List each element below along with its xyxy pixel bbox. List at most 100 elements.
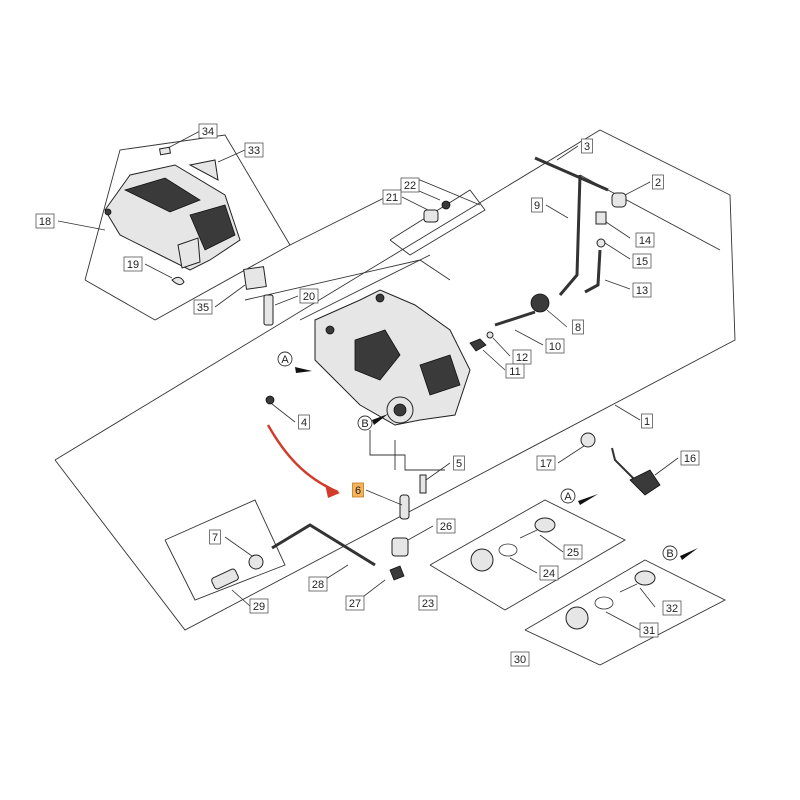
callout-8: 8 bbox=[572, 319, 584, 335]
callout-box bbox=[632, 253, 652, 269]
strainer-25-part bbox=[534, 517, 556, 533]
view-marker-a2: A bbox=[560, 488, 598, 505]
rod-3-part bbox=[534, 156, 609, 192]
callout-number: 29 bbox=[253, 601, 265, 613]
callout-11: 11 bbox=[505, 363, 525, 379]
callout-box bbox=[652, 174, 664, 190]
callout-box bbox=[563, 544, 583, 560]
callout-box bbox=[436, 518, 456, 534]
callout-number: 27 bbox=[349, 598, 361, 610]
b-bracket bbox=[369, 430, 445, 471]
strainer-25-wire bbox=[519, 529, 538, 539]
callout-14: 14 bbox=[635, 232, 655, 248]
callout-number: 17 bbox=[540, 458, 552, 470]
fitting-27-part bbox=[389, 565, 405, 581]
callout-number: 34 bbox=[202, 126, 214, 138]
callout-box bbox=[193, 299, 213, 315]
plate-part bbox=[158, 146, 172, 156]
strainer-32-part bbox=[634, 570, 656, 586]
callout-2: 2 bbox=[652, 174, 664, 190]
callout-27: 27 bbox=[345, 595, 365, 611]
callout-20: 20 bbox=[299, 288, 319, 304]
callout-number: 23 bbox=[422, 598, 434, 610]
callout-number: 19 bbox=[127, 259, 139, 271]
callout-29: 29 bbox=[249, 598, 269, 614]
oring-31-part bbox=[594, 596, 614, 610]
view-marker-b: B bbox=[357, 414, 388, 431]
callout-box bbox=[531, 197, 543, 213]
callout-30: 30 bbox=[510, 651, 530, 667]
callout-5: 5 bbox=[453, 455, 465, 471]
callout-number: 6 bbox=[355, 485, 361, 497]
washer-12-part bbox=[486, 331, 494, 339]
callout-22: 22 bbox=[400, 177, 420, 193]
pipe-28-part bbox=[271, 523, 376, 567]
indicator-arrow bbox=[266, 424, 340, 498]
bolt-5-part bbox=[419, 474, 427, 494]
oring-24-part bbox=[498, 543, 518, 557]
callout-34: 34 bbox=[198, 123, 218, 139]
callout-box bbox=[510, 651, 530, 667]
callout-17: 17 bbox=[536, 455, 556, 471]
callout-number: 14 bbox=[639, 235, 651, 247]
fitting-29-part bbox=[211, 568, 239, 590]
callout-number: 2 bbox=[655, 177, 661, 189]
clip-part bbox=[171, 276, 185, 286]
callout-28: 28 bbox=[308, 576, 328, 592]
pump-a-part bbox=[470, 548, 494, 572]
callout-number: 28 bbox=[312, 579, 324, 591]
valve-26-part bbox=[391, 537, 409, 557]
bolt-10-part bbox=[494, 310, 536, 327]
callout-number: 1 bbox=[644, 416, 650, 428]
callout-18: 18 bbox=[35, 213, 55, 229]
callout-9: 9 bbox=[531, 197, 543, 213]
callout-number: 33 bbox=[248, 145, 260, 157]
callout-number: 5 bbox=[456, 458, 462, 470]
svg-text:B: B bbox=[361, 418, 368, 430]
callout-7: 7 bbox=[209, 529, 221, 545]
callout-16: 16 bbox=[680, 450, 700, 466]
callout-10: 10 bbox=[545, 338, 565, 354]
callout-box bbox=[639, 622, 659, 638]
pump-b-part bbox=[565, 606, 589, 630]
lever-16-part bbox=[611, 447, 636, 481]
callout-number: 18 bbox=[39, 216, 51, 228]
callout-25: 25 bbox=[563, 544, 583, 560]
ring-15-part bbox=[596, 238, 606, 248]
intake-frame bbox=[389, 189, 486, 256]
tube-part bbox=[263, 294, 274, 326]
callout-23: 23 bbox=[418, 595, 438, 611]
callout-number: 16 bbox=[684, 453, 696, 465]
strainer-32-wire bbox=[619, 583, 638, 593]
callout-box bbox=[244, 142, 264, 158]
crankcase-part bbox=[314, 289, 471, 426]
callout-box bbox=[641, 413, 653, 429]
screw-22-part bbox=[441, 200, 451, 210]
callout-number: 24 bbox=[543, 568, 555, 580]
divider-1 bbox=[299, 254, 431, 321]
callout-box bbox=[536, 455, 556, 471]
callout-24: 24 bbox=[539, 565, 559, 581]
callout-box bbox=[249, 598, 269, 614]
callout-box bbox=[572, 319, 584, 335]
callout-number: 26 bbox=[440, 521, 452, 533]
rod-13-part bbox=[584, 249, 602, 294]
callout-number: 25 bbox=[567, 547, 579, 559]
kit-b-frame bbox=[524, 559, 726, 666]
callout-box bbox=[352, 482, 364, 498]
pin-6-part bbox=[399, 494, 410, 520]
callout-19: 19 bbox=[123, 256, 143, 272]
screw-4-part bbox=[265, 395, 275, 405]
callout-box bbox=[539, 565, 559, 581]
damper-8-part bbox=[530, 293, 550, 313]
lower-left-frame bbox=[164, 499, 286, 601]
callout-number: 35 bbox=[197, 302, 209, 314]
parts bbox=[104, 146, 661, 630]
callout-number: 3 bbox=[584, 141, 590, 153]
main-frame bbox=[54, 129, 736, 631]
svg-text:A: A bbox=[281, 354, 289, 366]
callout-number: 13 bbox=[636, 285, 648, 297]
svg-text:A: A bbox=[564, 491, 572, 503]
